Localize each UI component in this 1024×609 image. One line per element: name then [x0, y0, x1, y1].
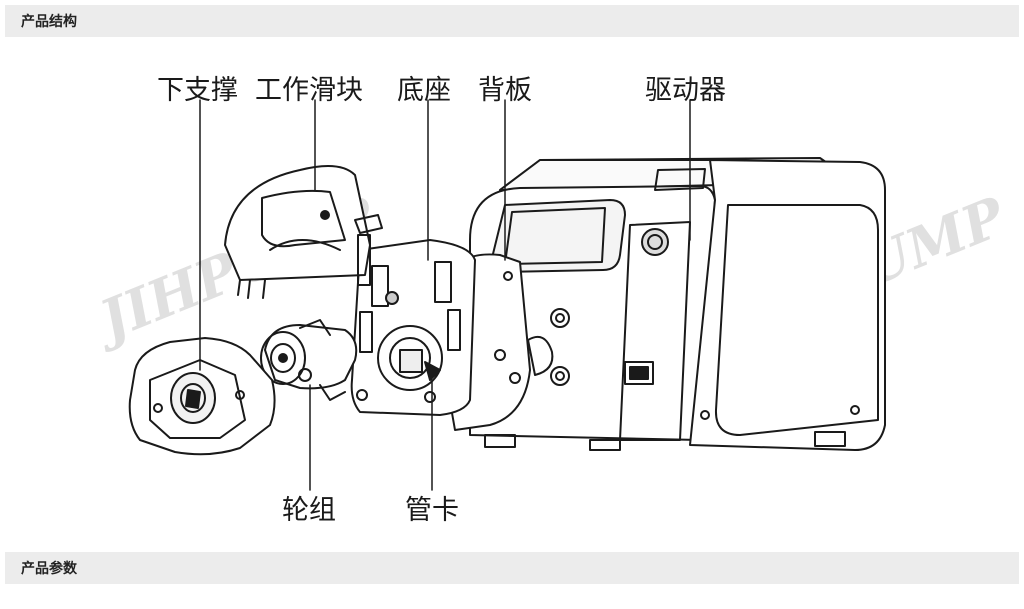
label-lower-support: 下支撑	[157, 75, 238, 106]
label-back-plate: 背板	[478, 75, 532, 106]
label-driver: 驱动器	[645, 75, 726, 106]
driver-unit	[469, 157, 886, 451]
section-header-parameters: 产品参数	[5, 552, 1019, 584]
leader-lines	[199, 99, 691, 491]
section-header-structure: 产品结构	[5, 5, 1019, 37]
label-tube-clamp: 管卡	[405, 495, 459, 526]
label-base: 底座	[397, 75, 451, 106]
pump-illustration: JIHPUMP JIHPUMP JIHPUMP	[83, 99, 1015, 491]
section-title: 产品结构	[21, 14, 77, 30]
pump-base	[350, 239, 476, 416]
working-slider	[224, 165, 383, 299]
label-working-slider: 工作滑块	[255, 75, 363, 106]
product-structure-diagram: JIHPUMP JIHPUMP JIHPUMP	[0, 40, 1024, 550]
roller-group	[260, 319, 358, 401]
label-roller-group: 轮组	[282, 495, 336, 526]
section-title: 产品参数	[21, 561, 77, 577]
lower-support	[128, 337, 276, 456]
